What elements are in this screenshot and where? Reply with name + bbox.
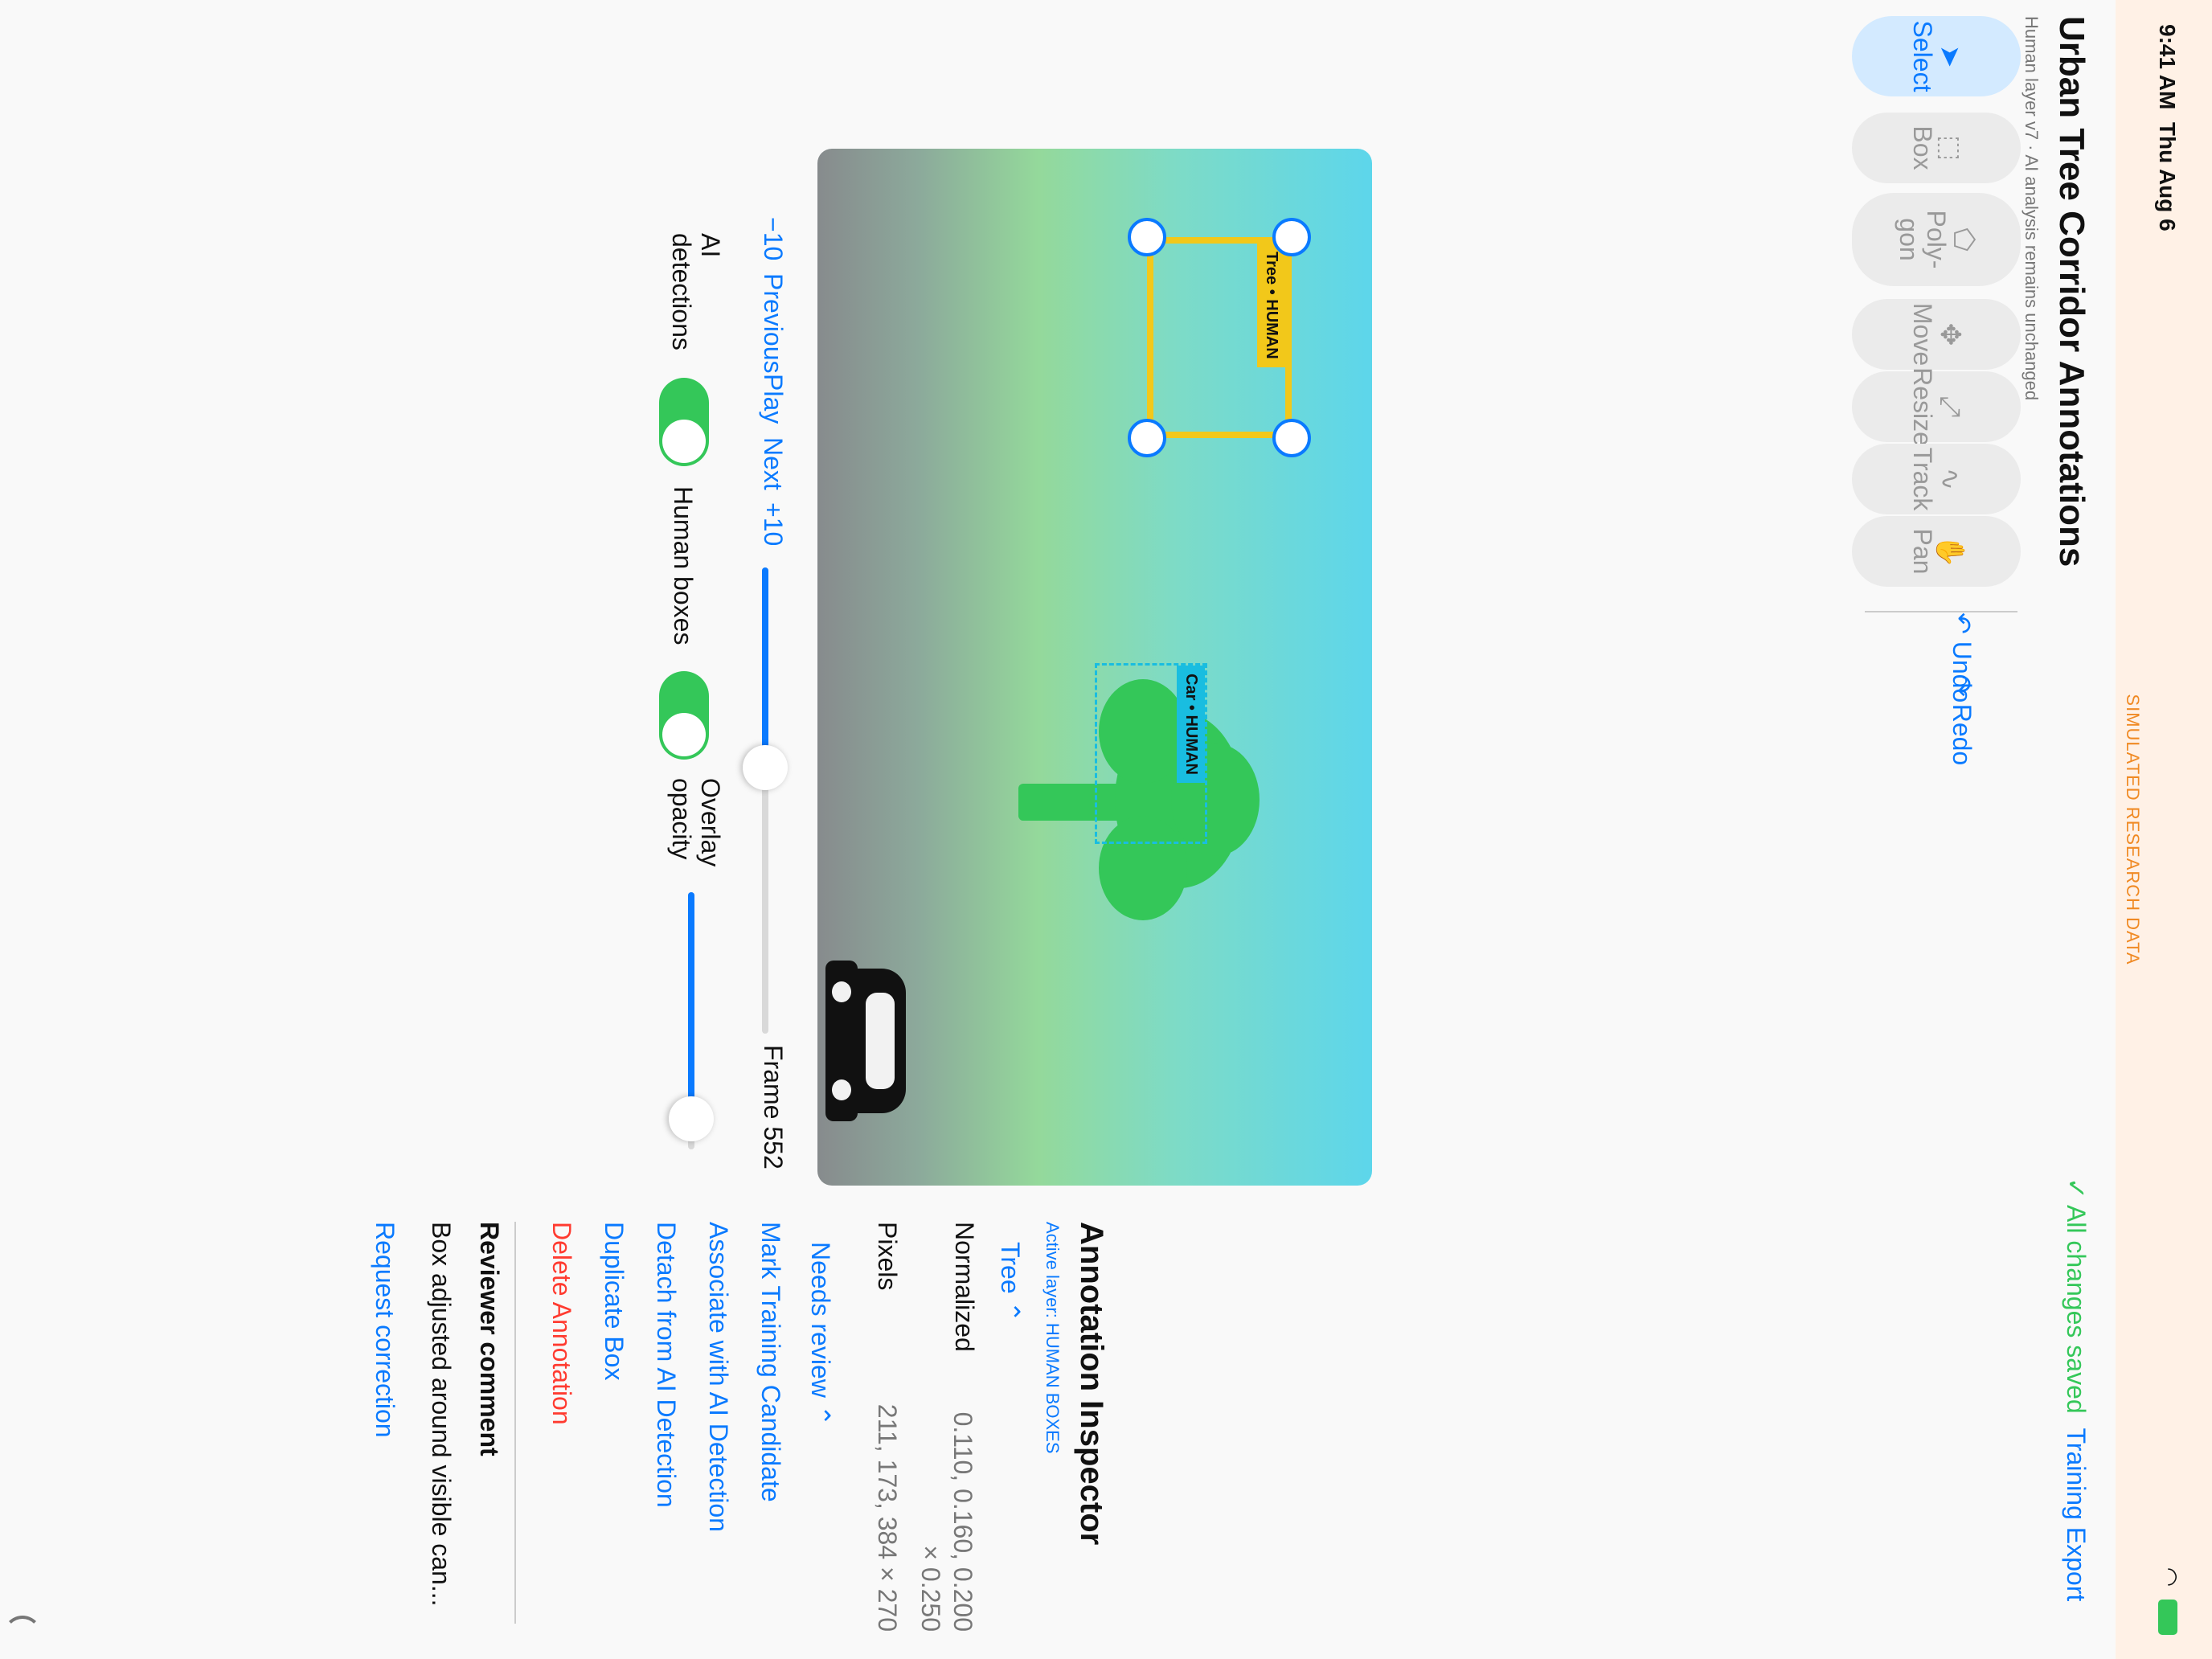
page-subtitle: Human layer v7 · AI analysis remains unc… [2022,16,2042,401]
battery-icon [2158,1600,2178,1635]
overlay-opacity-label: Overlay opacity [667,778,725,867]
tool-label: Select [1908,20,1937,92]
frame-scrubber[interactable] [743,567,788,1034]
resize-diagonal-icon: ⤢ [1935,395,1965,418]
reviewer-comment-title: Reviewer comment [475,1222,504,1456]
frame-scrubber-fill [762,567,768,768]
hand-icon: ✋ [1935,534,1965,569]
inspector-divider [514,1222,516,1624]
tool-track-button[interactable]: ∿ Track [1852,444,2021,514]
toolbar-divider [1865,611,2017,612]
status-icons: ◠ [2157,1567,2183,1635]
training-export-button[interactable]: Training Export [2062,1428,2091,1602]
ai-detections-label: AI detections [667,233,725,350]
simulated-data-banner: SIMULATED RESEARCH DATA [2123,694,2143,965]
active-layer-label: Active layer: HUMAN BOXES [1043,1222,1063,1454]
redo-button[interactable]: ↷ Redo [1947,675,1977,765]
tool-label: Pan [1908,528,1937,575]
normalized-label: Normalized [950,1222,979,1352]
resize-handle-bottom-right[interactable] [1128,419,1166,457]
arrow-pointer-icon: ➤ [1935,44,1965,68]
checkmark-circle-icon: ✓ [2062,1178,2091,1199]
car-icon [817,961,906,1121]
status-bar: 9:41 AM Thu Aug 6 SIMULATED RESEARCH DAT… [2116,0,2212,1659]
overlay-opacity-fill [688,892,694,1119]
tool-label: Poly- gon [1895,210,1951,269]
move-arrows-icon: ✥ [1935,322,1965,346]
delete-annotation-button[interactable]: Delete Annotation [547,1222,576,1425]
save-status: ✓ All changes saved Training Export [2061,1178,2091,1601]
pixels-label: Pixels [873,1222,902,1291]
toggle-knob [662,420,706,463]
forward-10-button[interactable]: +10 [759,502,788,547]
toggle-knob [662,713,706,756]
pixels-value: 211, 173, 384 × 270 [873,1403,902,1632]
car-annotation-box[interactable]: Car • HUMAN [1095,663,1207,844]
annotation-canvas[interactable]: Tree • HUMAN Car • HUMAN [817,149,1372,1186]
resize-handle-top-right[interactable] [1272,419,1311,457]
detach-ai-detection-button[interactable]: Detach from AI Detection [652,1222,681,1508]
inspector-title: Annotation Inspector [1074,1222,1109,1546]
tool-select-button[interactable]: ➤ Select [1852,16,2021,96]
tree-annotation-label: Tree • HUMAN [1257,244,1285,367]
normalized-value: 0.110, 0.160, 0.200 × 0.250 [916,1411,977,1632]
frame-scrubber-knob[interactable] [743,745,788,791]
back-10-button[interactable]: −10 [759,217,788,261]
loading-spinner-icon [3,1616,42,1654]
tool-resize-button[interactable]: ⤢ Resize [1852,367,2021,446]
wifi-icon: ◠ [2157,1567,2182,1587]
track-path-icon: ∿ [1935,467,1965,491]
tool-label: Move [1908,302,1937,367]
overlay-opacity-knob[interactable] [669,1096,714,1141]
ai-detections-toggle[interactable] [659,378,709,466]
class-picker[interactable]: Tree ⌃ [996,1242,1025,1323]
resize-handle-bottom-left[interactable] [1128,218,1166,256]
redo-label: Redo [1948,703,1976,766]
redo-icon: ↷ [1948,675,1976,697]
tree-annotation-box[interactable]: Tree • HUMAN [1147,237,1292,438]
associate-ai-detection-button[interactable]: Associate with AI Detection [704,1222,733,1532]
duplicate-box-button[interactable]: Duplicate Box [600,1222,629,1381]
tool-label: Box [1908,125,1937,170]
request-correction-button[interactable]: Request correction [371,1222,399,1438]
human-boxes-label: Human boxes [669,486,698,645]
status-time-date: 9:41 AM Thu Aug 6 [2155,24,2180,231]
mark-training-candidate-button[interactable]: Mark Training Candidate [756,1222,785,1502]
play-button[interactable]: Play [759,374,788,424]
review-status-picker[interactable]: Needs review ⌃ [806,1242,835,1427]
overlay-opacity-slider[interactable] [669,892,714,1149]
reviewer-comment-text: Box adjusted around visible can... [427,1222,456,1607]
human-boxes-toggle[interactable] [659,671,709,760]
tool-move-button[interactable]: ✥ Move [1852,299,2021,370]
tool-label: Track [1908,447,1937,511]
tool-pan-button[interactable]: ✋ Pan [1852,516,2021,587]
previous-frame-button[interactable]: Previous [759,273,788,374]
page-title: Urban Tree Corridor Annotations [2052,16,2091,567]
pentagon-icon: ⬠ [1948,227,1979,252]
tool-polygon-button[interactable]: ⬠ Poly- gon [1852,193,2021,286]
undo-icon: ↶ [1948,612,1976,634]
tool-box-button[interactable]: ⬚ Box [1852,113,2021,183]
tool-label: Resize [1908,367,1937,446]
resize-handle-top-left[interactable] [1272,218,1311,256]
frame-label: Frame 552 [759,1045,788,1169]
dashed-square-icon: ⬚ [1935,134,1965,162]
car-annotation-label: Car • HUMAN [1177,666,1205,783]
save-status-label: All changes saved [2062,1204,2091,1414]
next-frame-button[interactable]: Next [759,437,788,490]
